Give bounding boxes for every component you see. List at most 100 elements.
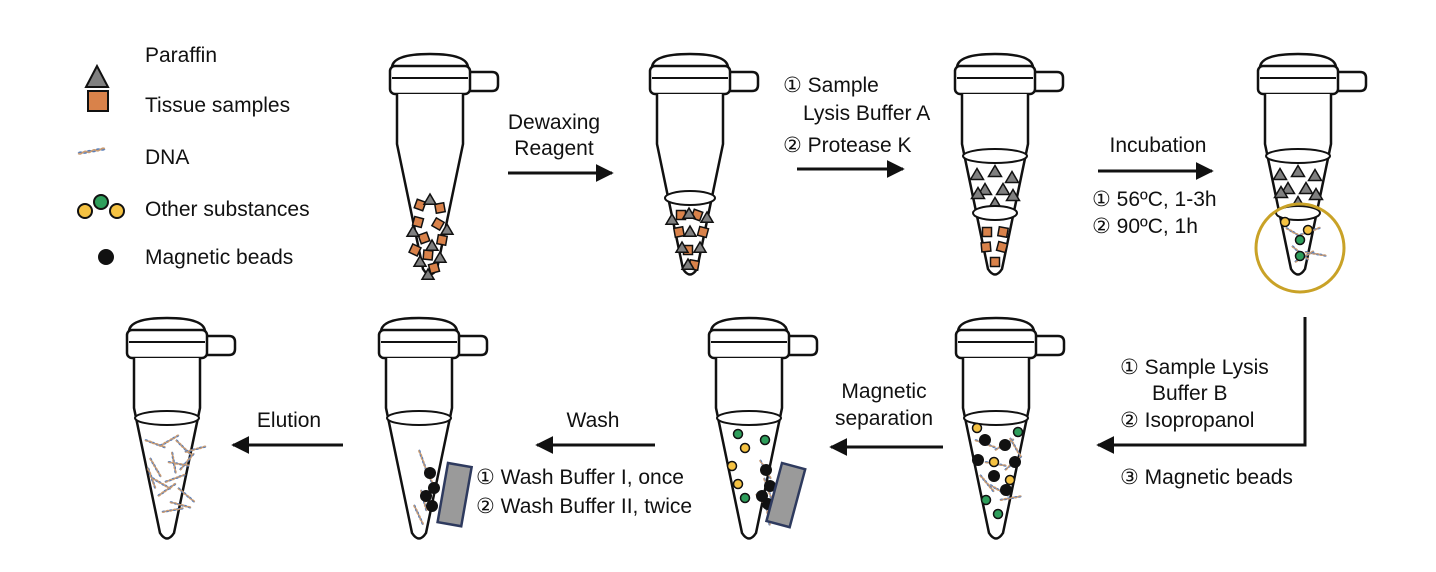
tube-cap-band	[954, 328, 1038, 360]
tube-8	[125, 316, 237, 540]
green-substance	[759, 434, 771, 446]
wash-line1: ① Wash Buffer I, once	[476, 466, 684, 489]
arrows	[231, 160, 1307, 456]
yellow-substance	[971, 422, 983, 434]
tissue-particle	[427, 261, 441, 275]
wash-line2: ② Wash Buffer II, twice	[476, 495, 692, 518]
paraffin-particle	[1273, 185, 1289, 199]
paraffin-particle	[1307, 168, 1323, 182]
tube-7	[377, 316, 489, 540]
wash-title: Wash	[567, 409, 620, 432]
paraffin-particle	[969, 167, 985, 181]
tube-cap-band	[1256, 64, 1340, 96]
dna-legend-icon	[77, 147, 106, 156]
tubes	[125, 52, 1368, 540]
tube-hinge	[1036, 334, 1066, 357]
tissue-particle	[433, 201, 447, 215]
tube-6	[707, 316, 819, 540]
yellow-substance	[726, 460, 738, 472]
paraffin-particle	[664, 212, 680, 225]
tissue-particle	[435, 233, 449, 247]
tube-hinge	[789, 334, 819, 357]
bind-line3: ② Isopropanol	[1120, 409, 1254, 432]
tissue-particle	[672, 225, 686, 239]
tube-cap	[1258, 52, 1338, 69]
magnet-block	[436, 461, 474, 528]
paraffin-particle	[1308, 187, 1324, 201]
tissue-particle	[430, 216, 446, 232]
green-substance	[992, 508, 1004, 520]
magnetic-bead	[428, 482, 440, 494]
paraffin-legend-icon	[84, 63, 110, 88]
magnetic-bead	[764, 480, 776, 492]
liquid-surface	[972, 205, 1018, 221]
green-substance	[739, 492, 751, 504]
paraffin-particle	[681, 206, 697, 219]
magnetic-bead	[1000, 484, 1012, 496]
paraffin-particle	[995, 182, 1011, 196]
bind-line4: ③ Magnetic beads	[1120, 466, 1293, 489]
paraffin-particle	[1272, 167, 1288, 181]
yellow-substance	[1302, 224, 1314, 236]
liquid-surface	[963, 410, 1029, 426]
magnetic-bead	[424, 467, 436, 479]
incubation-title: Incubation	[1110, 134, 1207, 157]
legend-other-label: Other substances	[145, 198, 310, 221]
dewax-line2: Reagent	[514, 137, 594, 160]
magnetic-bead	[972, 454, 984, 466]
paraffin-particle	[439, 222, 455, 235]
tube-4	[1254, 52, 1368, 294]
tube-cap-band	[125, 328, 209, 360]
magnetic-bead	[760, 464, 772, 476]
paraffin-particle	[424, 238, 440, 251]
legend-tissue-label: Tissue samples	[145, 94, 290, 117]
lysis-line1: ① Sample	[783, 74, 879, 97]
tissue-particle	[413, 198, 427, 212]
tube-hinge	[730, 70, 760, 93]
paraffin-particle	[682, 224, 698, 237]
elution-title: Elution	[257, 409, 321, 432]
paraffin-particle	[1005, 188, 1021, 202]
liquid-surface	[716, 410, 782, 426]
paraffin-particle	[699, 210, 715, 223]
yellow-substance	[988, 456, 1000, 468]
liquid-surface	[1275, 205, 1321, 221]
incubation-line2: ② 90ºC, 1h	[1092, 215, 1198, 238]
tissue-particle	[989, 256, 1001, 268]
tissue-particle	[980, 241, 992, 253]
tube-cap-band	[648, 64, 732, 96]
magnetic-bead	[420, 490, 432, 502]
paraffin-particle	[680, 257, 696, 270]
paraffin-particle	[1298, 181, 1314, 195]
dewax-line1: Dewaxing	[508, 111, 600, 134]
liquid-surface	[962, 148, 1028, 164]
tissue-particle	[696, 225, 710, 239]
tissue-particle	[408, 243, 422, 257]
liquid-surface	[1265, 148, 1331, 164]
incubation-line1: ① 56ºC, 1-3h	[1092, 188, 1217, 211]
tissue-particle	[411, 215, 425, 229]
yellow-substance	[739, 442, 751, 454]
tube-cap-band	[707, 328, 791, 360]
tissue-particle	[981, 226, 993, 238]
paraffin-particle	[405, 224, 421, 237]
magsep-line2: separation	[835, 407, 933, 430]
tube-cap	[379, 316, 459, 333]
paraffin-particle	[432, 250, 448, 263]
paraffin-particle	[977, 182, 993, 196]
tissue-particle	[422, 249, 434, 261]
tissue-particle	[417, 231, 431, 245]
legend-dna-label: DNA	[145, 146, 189, 169]
tube-cap-band	[388, 64, 472, 96]
tube-1	[388, 52, 500, 280]
green-substance	[1012, 426, 1024, 438]
paraffin-particle	[422, 192, 438, 205]
tube-cap	[127, 316, 207, 333]
tube-hinge	[207, 334, 237, 357]
tube-body	[132, 358, 202, 540]
tube-body	[1263, 94, 1333, 276]
magnetic-bead	[999, 439, 1011, 451]
paraffin-particle	[412, 254, 428, 267]
